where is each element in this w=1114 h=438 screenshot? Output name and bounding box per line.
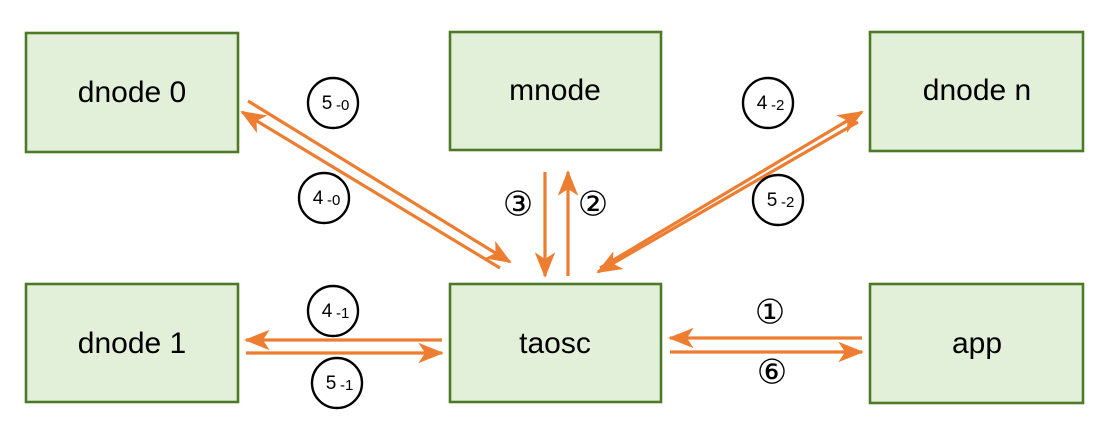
- node-label-dnode1: dnode 1: [78, 327, 186, 360]
- node-mnode[interactable]: mnode: [448, 30, 663, 152]
- badge-6[interactable]: ⑥: [757, 353, 787, 393]
- node-taosc[interactable]: taosc: [448, 282, 663, 404]
- badge-label-4-0-sub: -0: [327, 192, 340, 209]
- node-dnode1[interactable]: dnode 1: [24, 282, 240, 404]
- node-box-dnode0[interactable]: [24, 31, 240, 154]
- node-label-app: app: [952, 327, 1002, 360]
- badge-label-4-1-sub: -1: [336, 305, 349, 322]
- node-box-dnode1[interactable]: [24, 282, 240, 404]
- badge-1[interactable]: ①: [755, 293, 785, 333]
- node-dnoden[interactable]: dnode n: [868, 30, 1085, 153]
- badge-circle-5-2[interactable]: [751, 173, 805, 227]
- badge-label-4-1-main: 4: [322, 301, 333, 322]
- node-box-dnoden[interactable]: [868, 30, 1085, 153]
- badge-circle-5-1[interactable]: [310, 356, 364, 410]
- arrow-5-0: [240, 110, 501, 270]
- badge-circle-5-0[interactable]: [306, 76, 360, 130]
- badge-label-2: ②: [578, 185, 608, 225]
- node-label-taosc: taosc: [519, 327, 591, 360]
- badge-label-5-0-sub: -0: [336, 97, 349, 114]
- badge-4-0[interactable]: 4 -0: [297, 171, 351, 225]
- badge-5-2[interactable]: 5 -2: [751, 173, 805, 227]
- node-dnode0[interactable]: dnode 0: [24, 31, 240, 154]
- badge-label-5-1-sub: -1: [340, 377, 353, 394]
- badge-label-6: ⑥: [757, 353, 787, 393]
- badge-label-5-1-main: 5: [326, 373, 337, 394]
- arrow-5-2: [596, 120, 859, 274]
- node-box-taosc[interactable]: [448, 282, 663, 404]
- node-label-mnode: mnode: [509, 74, 601, 107]
- badge-circle-4-0[interactable]: [297, 171, 351, 225]
- badge-circle-4-1[interactable]: [306, 284, 360, 338]
- arrow-4-2: [599, 110, 864, 270]
- badge-label-5-2-main: 5: [767, 190, 778, 211]
- badge-4-2[interactable]: 4 -2: [741, 76, 795, 130]
- badge-label-4-2-sub: -2: [771, 97, 784, 114]
- badge-label-5-0-main: 5: [322, 93, 333, 114]
- badge-5-1[interactable]: 5 -1: [310, 356, 364, 410]
- badge-label-4-0-main: 4: [313, 188, 324, 209]
- node-box-app[interactable]: [868, 282, 1085, 405]
- node-app[interactable]: app: [868, 282, 1085, 405]
- node-box-mnode[interactable]: [448, 30, 663, 152]
- badge-label-1: ①: [755, 293, 785, 333]
- badge-2[interactable]: ②: [578, 185, 608, 225]
- node-label-dnoden: dnode n: [923, 74, 1031, 107]
- node-label-dnode0: dnode 0: [78, 76, 186, 109]
- badge-label-3: ③: [503, 185, 533, 225]
- badge-circle-4-2[interactable]: [741, 76, 795, 130]
- badge-label-5-2-sub: -2: [781, 194, 794, 211]
- badge-3[interactable]: ③: [503, 185, 533, 225]
- badge-label-4-2-main: 4: [757, 93, 768, 114]
- badge-5-0[interactable]: 5 -0: [306, 76, 360, 130]
- arrow-4-0: [247, 99, 512, 264]
- badge-4-1[interactable]: 4 -1: [306, 284, 360, 338]
